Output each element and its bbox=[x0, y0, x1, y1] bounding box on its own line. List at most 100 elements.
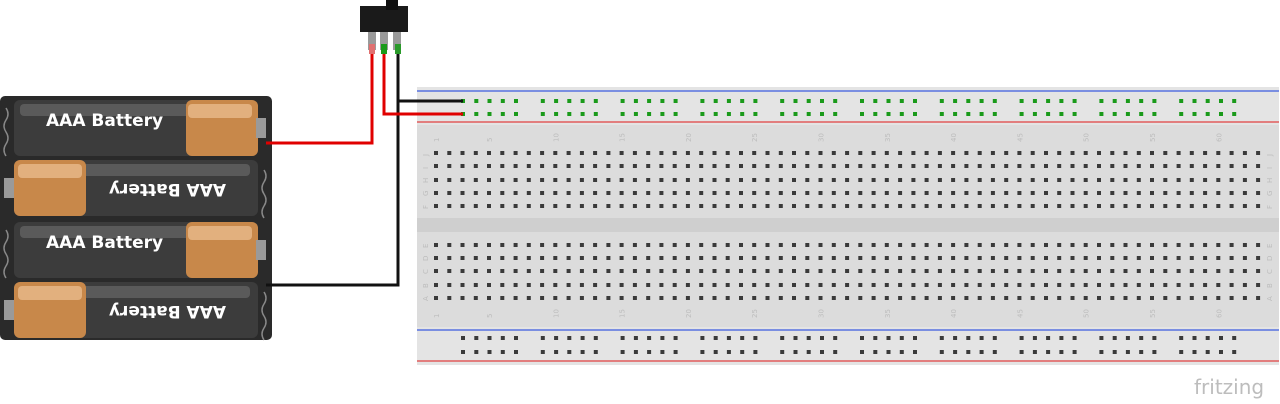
column-number: 35 bbox=[884, 133, 892, 142]
column-number: 45 bbox=[1016, 309, 1024, 318]
breadboard-hole bbox=[831, 204, 836, 208]
wire-red-battery-to-switch bbox=[266, 50, 374, 145]
breadboard-hole bbox=[739, 178, 743, 182]
breadboard-hole bbox=[1017, 204, 1022, 208]
breadboard-hole bbox=[460, 256, 465, 260]
breadboard-hole bbox=[659, 151, 664, 155]
breadboard-hole bbox=[778, 243, 783, 247]
rail-hole bbox=[1125, 350, 1130, 354]
breadboard-hole bbox=[1189, 204, 1194, 208]
rail-hole-connected bbox=[474, 112, 479, 116]
bottom-rail-strip bbox=[417, 327, 1279, 365]
rail-hole-connected bbox=[1139, 99, 1144, 103]
breadboard-hole bbox=[632, 269, 637, 273]
breadboard-hole bbox=[977, 283, 982, 287]
breadboard-hole bbox=[1136, 164, 1141, 168]
row-label: I bbox=[422, 167, 430, 169]
breadboard-hole bbox=[911, 269, 916, 273]
breadboard-hole bbox=[1070, 296, 1075, 300]
breadboard-hole bbox=[937, 296, 942, 300]
breadboard-hole bbox=[1150, 191, 1154, 195]
breadboard-hole bbox=[1057, 256, 1062, 260]
breadboard-hole bbox=[884, 296, 889, 300]
breadboard-hole bbox=[911, 191, 916, 195]
breadboard-hole bbox=[1004, 204, 1009, 208]
breadboard-hole bbox=[487, 178, 491, 182]
rail-hole bbox=[1019, 350, 1024, 354]
breadboard-hole bbox=[911, 296, 916, 300]
breadboard-hole bbox=[460, 191, 465, 195]
breadboard-hole bbox=[434, 191, 438, 195]
rail-hole bbox=[1099, 336, 1104, 340]
rail-hole bbox=[899, 350, 904, 354]
breadboard-hole bbox=[1163, 269, 1168, 273]
breadboard-hole bbox=[831, 283, 836, 287]
rail-hole bbox=[753, 350, 758, 354]
breadboard-hole bbox=[460, 204, 465, 208]
breadboard-hole bbox=[818, 204, 823, 208]
breadboard-hole bbox=[606, 191, 611, 195]
breadboard-hole bbox=[1044, 283, 1048, 287]
breadboard-hole bbox=[951, 243, 956, 247]
rail-hole bbox=[1112, 336, 1117, 340]
rail-hole-connected bbox=[1232, 112, 1237, 116]
breadboard-hole bbox=[725, 151, 730, 155]
breadboard-hole bbox=[1203, 269, 1208, 273]
breadboard-hole bbox=[845, 256, 850, 260]
column-number: 20 bbox=[685, 309, 693, 318]
rail-hole-connected bbox=[939, 112, 944, 116]
rail-hole bbox=[647, 336, 652, 340]
breadboard-hole bbox=[725, 243, 730, 247]
rail-hole bbox=[514, 350, 518, 354]
rail-hole bbox=[487, 336, 492, 340]
row-label: A bbox=[422, 296, 430, 301]
column-number: 5 bbox=[486, 138, 494, 142]
breadboard-hole bbox=[513, 243, 518, 247]
breadboard-hole bbox=[924, 191, 929, 195]
breadboard-hole bbox=[1203, 256, 1208, 260]
breadboard-hole bbox=[1057, 191, 1062, 195]
breadboard-hole bbox=[951, 256, 956, 260]
rail-hole-connected bbox=[1152, 112, 1157, 116]
switch-body bbox=[360, 6, 408, 32]
breadboard-hole bbox=[1083, 178, 1088, 182]
rail-hole bbox=[487, 350, 492, 354]
rail-hole-connected bbox=[806, 99, 811, 103]
breadboard-hole bbox=[990, 164, 995, 168]
rail-hole bbox=[567, 350, 572, 354]
rail-hole bbox=[1205, 336, 1210, 340]
breadboard-hole bbox=[712, 256, 717, 260]
breadboard-hole bbox=[765, 151, 770, 155]
rail-hole bbox=[713, 350, 718, 354]
breadboard-hole bbox=[1203, 243, 1208, 247]
row-label: A bbox=[1266, 296, 1274, 301]
breadboard-hole bbox=[632, 178, 637, 182]
rail-hole bbox=[660, 336, 665, 340]
breadboard-hole bbox=[924, 204, 929, 208]
breadboard-hole bbox=[685, 151, 690, 155]
rail-hole bbox=[580, 350, 585, 354]
breadboard-hole bbox=[911, 178, 916, 182]
rail-hole bbox=[1112, 350, 1117, 354]
breadboard-hole bbox=[1256, 269, 1261, 273]
breadboard-hole bbox=[606, 243, 611, 247]
rail-hole-connected bbox=[860, 99, 864, 103]
breadboard-hole bbox=[818, 178, 823, 182]
breadboard-hole bbox=[725, 178, 730, 182]
breadboard-hole bbox=[937, 269, 942, 273]
breadboard-hole bbox=[884, 164, 889, 168]
breadboard-hole bbox=[778, 178, 783, 182]
breadboard-hole bbox=[1150, 256, 1154, 260]
breadboard-hole bbox=[685, 296, 690, 300]
breadboard-hole bbox=[1242, 283, 1247, 287]
rail-hole bbox=[713, 336, 718, 340]
rail-hole-connected bbox=[500, 99, 505, 103]
rail-hole-connected bbox=[474, 99, 479, 103]
breadboard-hole bbox=[434, 243, 438, 247]
breadboard-hole bbox=[646, 204, 651, 208]
breadboard-hole bbox=[924, 283, 929, 287]
breadboard-hole bbox=[778, 191, 783, 195]
column-number: 55 bbox=[1149, 309, 1157, 318]
breadboard-hole bbox=[1176, 178, 1181, 182]
breadboard-hole bbox=[1136, 283, 1141, 287]
